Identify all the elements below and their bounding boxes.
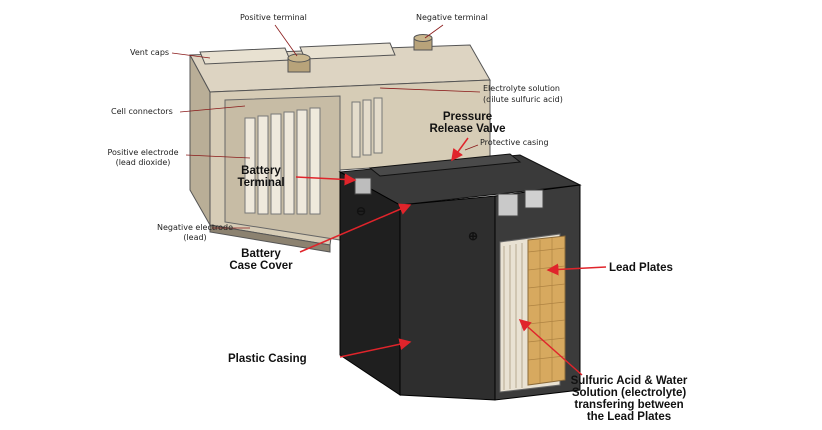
label-positive-electrode-line1: Positive electrode [107, 148, 179, 157]
label-negative-terminal: Negative terminal [416, 13, 488, 22]
label-pressure-valve-line2: Release Valve [429, 123, 506, 135]
label-positive-terminal: Positive terminal [240, 13, 307, 22]
leader-lines [171, 24, 481, 229]
negative-terminal-post [413, 34, 433, 51]
negative-sign: ⊖ [356, 204, 367, 218]
callout-arrows [295, 137, 607, 376]
label-sulfuric-line3: transfering between [574, 399, 684, 411]
label-positive-electrode-line2: (lead dioxide) [115, 158, 171, 167]
positive-sign: ⊕ [468, 229, 479, 243]
lead-plates-cutaway [499, 233, 566, 393]
label-sulfuric-line2: Solution (electrolyte) [571, 387, 687, 399]
label-case-cover-line1: Battery [241, 248, 281, 260]
label-electrolyte-line2: (dilute sulfuric acid) [483, 95, 563, 104]
label-electrolyte-line1: Electrolyte solution [483, 84, 560, 93]
label-protective-casing: Protective casing [480, 138, 549, 147]
label-case-cover-line2: Case Cover [229, 260, 293, 272]
label-plastic-casing: Plastic Casing [228, 353, 307, 365]
label-battery-terminal-line1: Battery [241, 165, 281, 177]
modern-battery [338, 153, 582, 401]
label-battery-terminal-line2: Terminal [237, 177, 285, 189]
label-lead-plates: Lead Plates [609, 262, 673, 274]
label-negative-electrode-line1: Negative electrode [156, 223, 234, 232]
label-sulfuric-line4: the Lead Plates [586, 411, 672, 423]
cutaway-battery [189, 34, 491, 253]
positive-terminal-post [287, 53, 311, 73]
label-cell-connectors: Cell connectors [111, 107, 173, 116]
label-pressure-valve-line1: Pressure [442, 111, 493, 123]
label-vent-caps: Vent caps [130, 48, 170, 57]
label-sulfuric-line1: Sulfuric Acid & Water [570, 375, 688, 387]
label-negative-electrode-line2: (lead) [183, 233, 207, 242]
